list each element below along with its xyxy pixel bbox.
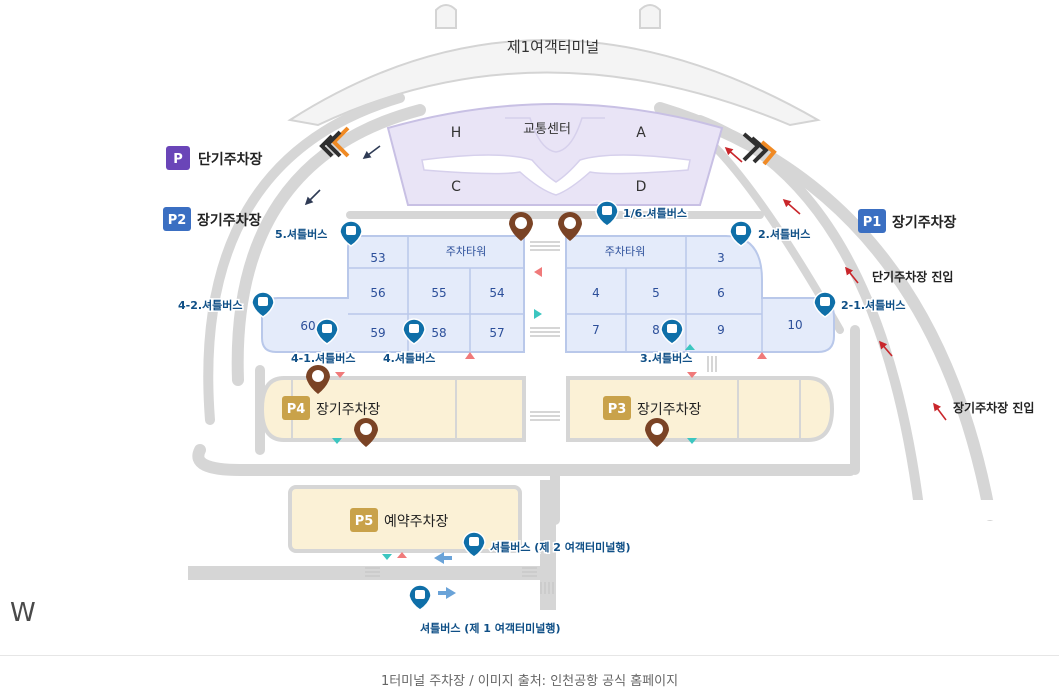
terminal-title: 제1여객터미널 xyxy=(507,38,599,56)
shuttle-bus-icon[interactable] xyxy=(462,531,486,558)
gate-d: D xyxy=(636,179,647,195)
zone-59: 59 xyxy=(370,326,385,340)
parking-badge-p4[interactable]: P4 장기주차장 xyxy=(282,396,381,420)
zone-6: 6 xyxy=(717,286,725,300)
zone-4: 4 xyxy=(592,286,600,300)
shuttle-4-1-label: 4-1.셔틀버스 xyxy=(291,351,356,365)
shuttle-bus-icon[interactable] xyxy=(595,200,619,227)
gate-a: A xyxy=(636,125,646,141)
location-marker-icon[interactable] xyxy=(558,212,582,241)
parking-badge-p3[interactable]: P3 장기주차장 xyxy=(603,396,702,420)
shuttle-bus-icon[interactable] xyxy=(315,318,339,345)
zone-10: 10 xyxy=(787,318,802,332)
parking-badge-p5[interactable]: P5 예약주차장 xyxy=(350,508,449,532)
location-marker-icon[interactable] xyxy=(509,212,533,241)
location-marker-icon[interactable] xyxy=(306,365,330,394)
parking-badge-p2[interactable]: P2 장기주차장 xyxy=(163,207,262,231)
zone-7: 7 xyxy=(592,323,600,337)
svg-text:P4: P4 xyxy=(287,402,306,417)
terminal-building: 제1여객터미널 xyxy=(287,4,821,127)
p4-label: 장기주차장 xyxy=(316,402,381,418)
svg-text:P5: P5 xyxy=(355,514,374,529)
parking-badge-short-term[interactable]: P 단기주차장 xyxy=(166,146,263,170)
shuttle-bus-icon[interactable] xyxy=(729,220,753,247)
image-caption: 1터미널 주차장 / 이미지 출처: 인천공항 공식 홈페이지 xyxy=(380,674,679,689)
shuttle-5-label: 5.셔틀버스 xyxy=(275,227,327,241)
gate-c: C xyxy=(451,179,461,195)
parking-block-p5 xyxy=(288,485,522,553)
zone-5: 5 xyxy=(652,286,660,300)
watermark-logo: W xyxy=(10,598,36,628)
shuttle-3-label: 3.셔틀버스 xyxy=(640,351,692,365)
zone-57: 57 xyxy=(489,326,504,340)
entry-arrows xyxy=(724,146,947,421)
shuttle-1-6-label: 1/6.셔틀버스 xyxy=(623,206,687,220)
shuttle-bus-icon[interactable] xyxy=(813,291,837,318)
arrow-right-icon xyxy=(438,587,456,599)
triangle-markers xyxy=(332,267,767,560)
svg-text:P3: P3 xyxy=(608,402,627,417)
zone-tower-right: 주차타워 xyxy=(605,245,645,258)
parking-badge-p1[interactable]: P1 장기주차장 xyxy=(858,209,957,233)
shuttle-bus-icon[interactable] xyxy=(251,291,275,318)
shuttle-2-label: 2.셔틀버스 xyxy=(758,227,810,241)
shuttle-4-label: 4.셔틀버스 xyxy=(383,351,435,365)
shuttle-4-2-label: 4-2.셔틀버스 xyxy=(178,298,243,312)
exit-arrows xyxy=(304,145,381,206)
walkways xyxy=(365,241,717,594)
shuttle-2-1-label: 2-1.셔틀버스 xyxy=(841,298,906,312)
chevron-right-icon xyxy=(742,132,777,166)
parking-block-right: 주차타워 3 4 5 6 7 8 9 10 xyxy=(565,235,835,353)
zone-3: 3 xyxy=(717,251,725,265)
road-network xyxy=(192,93,996,525)
caption-bar: 1터미널 주차장 / 이미지 출처: 인천공항 공식 홈페이지 xyxy=(0,655,1059,691)
svg-text:P2: P2 xyxy=(168,213,187,228)
p2-label: 장기주차장 xyxy=(197,212,262,229)
road-east-west xyxy=(188,566,556,580)
transport-center-label: 교통센터 xyxy=(523,122,571,137)
zone-58: 58 xyxy=(431,326,446,340)
zone-53: 53 xyxy=(370,251,385,265)
shuttle-bus-icon[interactable] xyxy=(402,318,426,345)
parking-block-p3 xyxy=(566,376,835,442)
shuttle-to-t2-label: 셔틀버스 (제 2 여객터미널행) xyxy=(490,540,631,554)
svg-text:P: P xyxy=(173,152,183,167)
transport-center: 교통센터 H A C D xyxy=(386,103,724,206)
zone-60: 60 xyxy=(300,319,315,333)
long-term-entry-label: 장기주차장 진입 xyxy=(953,400,1034,415)
parking-block-left: 53 주차타워 56 55 54 60 59 58 57 xyxy=(261,235,525,353)
zone-tower-left: 주차타워 xyxy=(446,245,486,258)
road-south xyxy=(540,480,556,610)
chevron-left-icon xyxy=(319,126,350,158)
road-east-lower xyxy=(900,500,1000,520)
short-term-label: 단기주차장 xyxy=(198,151,263,168)
p1-label: 장기주차장 xyxy=(892,214,957,231)
shuttle-bus-icon[interactable] xyxy=(660,318,684,345)
zone-8: 8 xyxy=(652,323,660,337)
svg-text:P1: P1 xyxy=(863,215,882,230)
location-marker-icon[interactable] xyxy=(354,418,378,447)
shuttle-to-t1-label: 셔틀버스 (제 1 여객터미널행) xyxy=(420,621,561,635)
gate-h: H xyxy=(451,125,462,141)
location-marker-icon[interactable] xyxy=(645,418,669,447)
zone-54: 54 xyxy=(489,286,504,300)
short-term-entry-label: 단기주차장 진입 xyxy=(872,269,953,284)
zone-56: 56 xyxy=(370,286,385,300)
zone-9: 9 xyxy=(717,323,725,337)
shuttle-bus-icon[interactable] xyxy=(408,584,432,611)
arrow-left-icon xyxy=(434,552,452,564)
p5-label: 예약주차장 xyxy=(384,514,449,530)
shuttle-bus-icon[interactable] xyxy=(339,220,363,247)
zone-55: 55 xyxy=(431,286,446,300)
parking-map: 제1여객터미널 교통센터 H A C D 5 xyxy=(163,4,1034,637)
p3-label: 장기주차장 xyxy=(637,402,702,418)
